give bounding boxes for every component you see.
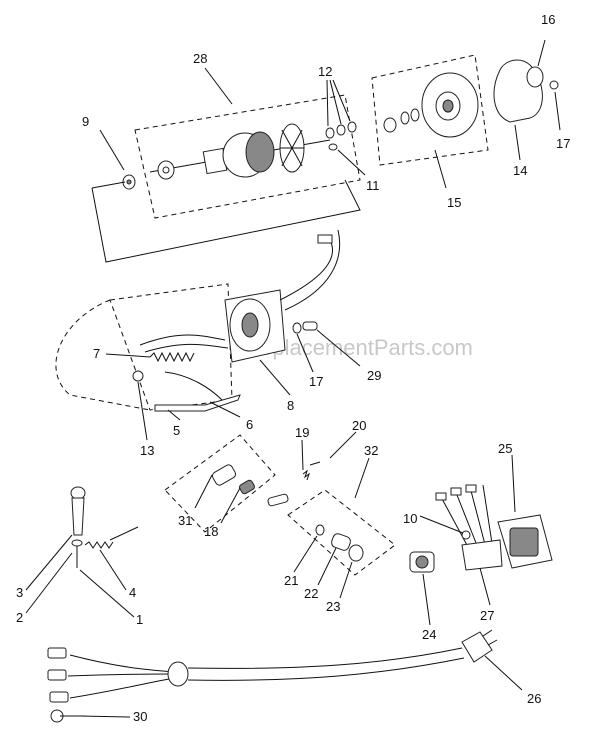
leader-lines — [25, 39, 561, 718]
callout-14: 14 — [513, 163, 527, 178]
power-cord-part — [47, 629, 498, 703]
callout-3: 3 — [16, 585, 23, 600]
callout-25: 25 — [498, 441, 512, 456]
callout-19: 19 — [295, 425, 309, 440]
ring-part — [526, 66, 544, 88]
callout-24: 24 — [422, 627, 436, 642]
callout-13: 13 — [140, 443, 154, 458]
callout-labels: 28 12 9 11 15 14 16 17 7 8 17 29 13 5 6 … — [16, 12, 570, 724]
detent-part — [315, 524, 325, 536]
callout-30: 30 — [133, 709, 147, 724]
cam-part — [331, 533, 351, 551]
callout-7: 7 — [93, 346, 100, 361]
callout-31: 31 — [178, 513, 192, 528]
callout-21: 21 — [284, 573, 298, 588]
field-housing-part — [139, 229, 341, 363]
callout-11: 11 — [366, 178, 380, 193]
callout-12: 12 — [318, 64, 332, 79]
contact-part — [409, 551, 435, 573]
terminal-part — [317, 234, 333, 244]
switch-bracket-part — [497, 514, 553, 569]
callout-22: 22 — [304, 586, 318, 601]
callout-29: 29 — [367, 368, 381, 383]
bearing-bracket-part — [383, 72, 479, 138]
spring-part — [149, 351, 195, 363]
callout-4: 4 — [129, 585, 136, 600]
callout-2: 2 — [16, 610, 23, 625]
bracket-group-box — [371, 54, 489, 166]
plate-part — [154, 394, 241, 412]
callout-9: 9 — [82, 114, 89, 129]
callout-17-top: 17 — [556, 136, 570, 151]
pin-part — [302, 469, 310, 481]
callout-10: 10 — [403, 511, 417, 526]
callout-17-mid: 17 — [309, 374, 323, 389]
lever-part — [164, 371, 223, 401]
brush-part — [302, 321, 318, 331]
callout-20: 20 — [352, 418, 366, 433]
callout-8: 8 — [287, 398, 294, 413]
callout-28: 28 — [193, 51, 207, 66]
bushing-part — [211, 464, 237, 486]
washers-part — [325, 121, 357, 139]
knob-part — [239, 479, 255, 495]
callout-27: 27 — [480, 608, 494, 623]
callout-6: 6 — [246, 417, 253, 432]
shaft-part — [267, 493, 289, 507]
spacer-part — [328, 143, 338, 151]
nut-part — [549, 80, 559, 90]
callout-26: 26 — [527, 691, 541, 706]
brush-holder-part — [292, 322, 302, 334]
speed-lever-part — [70, 486, 86, 568]
assembly-outline — [91, 179, 361, 263]
fan-part — [279, 123, 305, 173]
control-group-box — [164, 434, 276, 533]
housing-outline — [109, 283, 233, 411]
callout-16: 16 — [541, 12, 555, 27]
callout-32: 32 — [364, 443, 378, 458]
armature-group-box — [134, 94, 361, 219]
callout-15: 15 — [447, 195, 461, 210]
spring-small-part — [84, 541, 114, 549]
screw-part — [461, 530, 471, 540]
switch-assembly-part — [435, 484, 503, 571]
callout-18: 18 — [204, 524, 218, 539]
clip-part — [132, 370, 144, 382]
callout-1: 1 — [136, 612, 143, 627]
cord-screw-part — [50, 709, 85, 723]
callout-5: 5 — [173, 423, 180, 438]
armature-part — [149, 131, 331, 180]
speed-group-box — [287, 489, 396, 576]
callout-23: 23 — [326, 599, 340, 614]
control-knob-part — [348, 544, 364, 562]
